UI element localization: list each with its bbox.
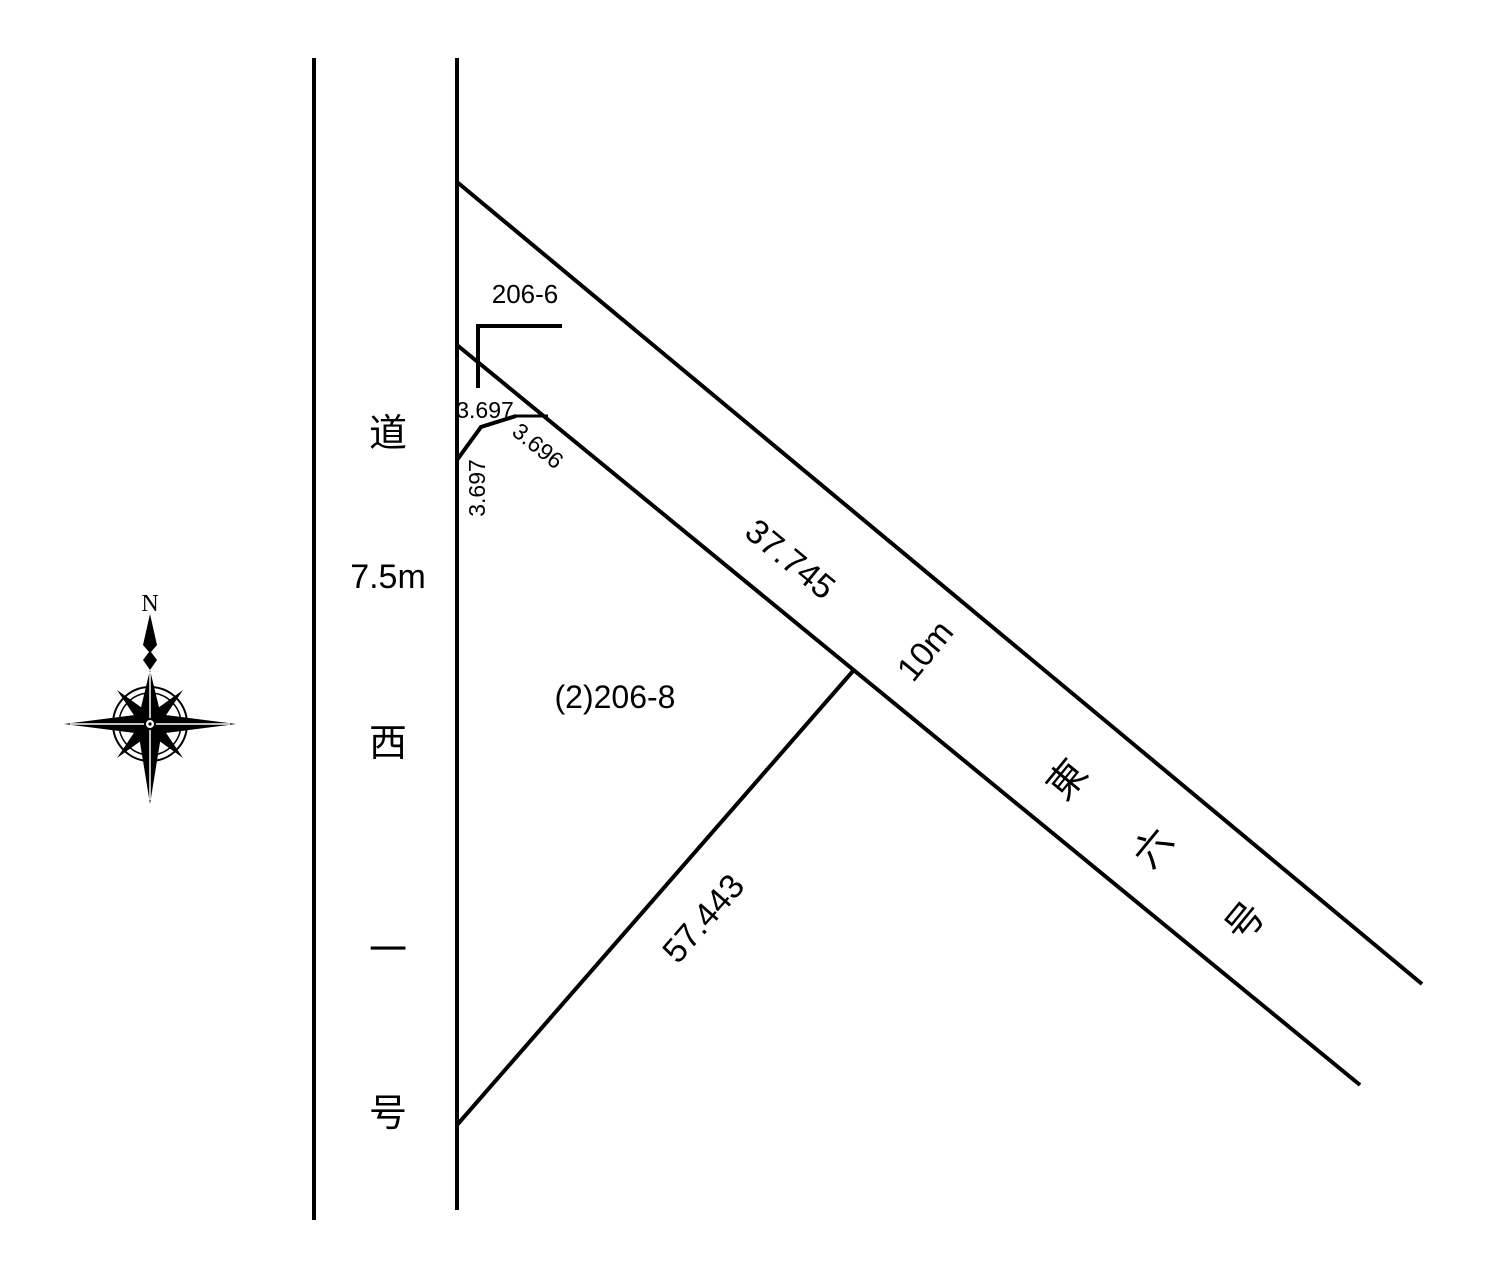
east-road-name-char-2: 六 (1124, 819, 1182, 876)
east-road-name-char-1: 東 (1038, 751, 1096, 808)
west-road-name-char-3: 一 (369, 928, 407, 972)
west-road-name-char-4: 号 (369, 1091, 407, 1135)
east-road-inner-line (455, 343, 1362, 1087)
compass-icon (64, 614, 236, 804)
lot-206-8-label: (2)206-8 (555, 679, 676, 715)
lot-206-6-label: 206-6 (492, 279, 559, 309)
rear-boundary-line (455, 669, 855, 1127)
frontage-dimension: 37.745 (738, 512, 842, 607)
compass-north-label: N (141, 591, 158, 617)
west-road-name-char-2: 西 (369, 721, 407, 765)
west-road-name-char-1: 道 (369, 411, 407, 455)
east-road-name-char-3: 号 (1216, 893, 1274, 950)
west-road-width-label: 7.5m (350, 558, 426, 596)
cut-top-dimension: 3.697 (456, 397, 514, 423)
cut-left-dimension: 3.697 (464, 459, 490, 517)
east-road-outer-line (455, 180, 1424, 986)
east-road-width-label: 10m (890, 613, 961, 688)
corner-cut-line (455, 414, 517, 462)
cut-diagonal-dimension: 3.696 (507, 418, 568, 474)
lot-206-6-leader (476, 324, 562, 388)
